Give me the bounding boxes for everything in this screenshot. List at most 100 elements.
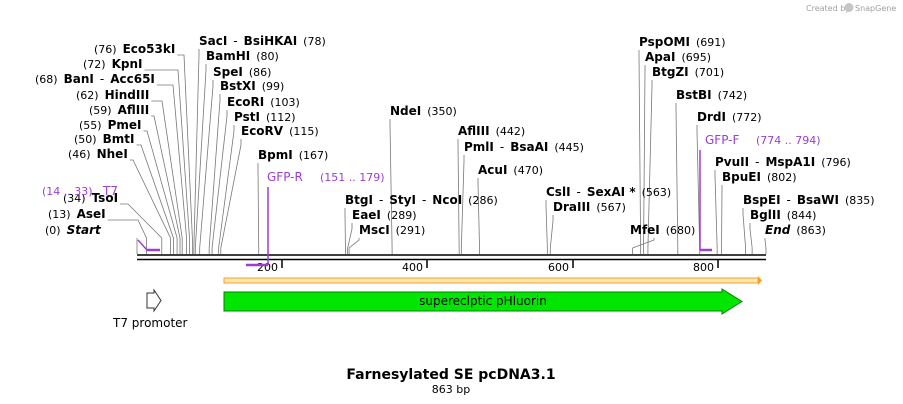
- site-label[interactable]: (59)AflIII: [89, 103, 149, 117]
- primer-t7-name: T7: [102, 184, 118, 198]
- site-name: AcuI: [478, 163, 507, 177]
- site-position: (55): [79, 119, 102, 132]
- primer-gfp-r-range: (151 .. 179): [320, 171, 385, 184]
- site-label[interactable]: PvuII-MspA1I(796): [715, 155, 851, 169]
- credit-prefix: Created by: [806, 4, 850, 13]
- site-label[interactable]: (76) Eco53kI: [94, 42, 175, 56]
- site-label[interactable]: BstBI(742): [676, 88, 747, 102]
- site-connector-line: [144, 69, 190, 254]
- site-label[interactable]: (34)TsoI: [63, 191, 118, 205]
- site-separator: -: [787, 193, 791, 207]
- site-label[interactable]: (68)BanI-Acc65I: [35, 72, 155, 86]
- site-position: (76): [94, 43, 117, 56]
- site-name: AseI: [77, 207, 106, 221]
- site-label[interactable]: End(863): [765, 223, 826, 237]
- site-position: (680): [666, 224, 696, 237]
- site-label[interactable]: (50)BmtI: [74, 132, 134, 146]
- site-name: BtgI: [345, 193, 373, 207]
- site-label[interactable]: SacI-BsiHKAI(78): [199, 34, 326, 48]
- site-label[interactable]: BtgI-StyI-NcoI(286): [345, 193, 498, 207]
- site-position: (844): [787, 209, 817, 222]
- site-position: (695): [681, 51, 711, 64]
- site-label[interactable]: SpeI(86): [213, 65, 271, 79]
- site-connectors: [107, 49, 767, 254]
- site-position: (863): [796, 224, 826, 237]
- site-label[interactable]: NdeI(350): [390, 104, 457, 118]
- site-label[interactable]: DraIII(567): [553, 200, 626, 214]
- site-connector-line: [156, 84, 187, 254]
- site-label[interactable]: EaeI (289): [352, 208, 417, 222]
- site-position: (742): [718, 89, 748, 102]
- site-label[interactable]: PstI(112): [234, 110, 296, 124]
- site-name: BspEI: [743, 193, 781, 207]
- site-name: Start: [67, 223, 102, 237]
- site-label[interactable]: (62)HindIII: [76, 88, 149, 102]
- site-label[interactable]: BamHI(80): [206, 49, 279, 63]
- site-connector-line: [208, 94, 221, 254]
- site-position: (772): [732, 111, 762, 124]
- site-label[interactable]: MfeI(680): [630, 223, 695, 237]
- site-label[interactable]: (72)KpnI: [83, 57, 143, 71]
- site-position: (103): [270, 96, 300, 109]
- site-label[interactable]: DrdI (772): [697, 110, 762, 124]
- t7-promoter-label: T7 promoter: [112, 316, 188, 330]
- site-connector-line: [457, 139, 460, 254]
- site-name: PstI: [234, 110, 260, 124]
- site-separator: -: [379, 193, 383, 207]
- site-name: EaeI: [352, 208, 381, 222]
- primer-labels: (14 .. 33) T7 GFP-R (151 .. 179) GFP-F (…: [42, 133, 821, 198]
- site-label[interactable]: CslI-SexAI *(563): [546, 185, 671, 199]
- site-connector-line: [696, 125, 701, 254]
- site-label[interactable]: (46)NheI: [68, 147, 128, 161]
- sequence-backbone: [137, 254, 766, 261]
- site-position: (567): [596, 201, 626, 214]
- map-title: Farnesylated SE pcDNA3.1 863 bp: [346, 367, 555, 396]
- site-name: DrdI: [697, 110, 726, 124]
- site-name: BstXI: [220, 79, 256, 93]
- site-label[interactable]: EcoRI(103): [227, 95, 300, 109]
- site-connector-line: [675, 103, 679, 254]
- site-label[interactable]: BpmI(167): [258, 148, 328, 162]
- site-connector-line: [107, 219, 147, 254]
- site-label[interactable]: (0)Start: [45, 223, 102, 237]
- site-label[interactable]: AcuI(470): [478, 163, 543, 177]
- site-label[interactable]: BstXI(99): [220, 79, 284, 93]
- site-label[interactable]: MscI(291): [359, 223, 425, 237]
- site-connector-line: [136, 144, 174, 254]
- site-label[interactable]: PmlI-BsaAI(445): [464, 140, 584, 154]
- site-name: SacI: [199, 34, 227, 48]
- feature-pHluorin[interactable]: supereclptic pHluorin: [223, 288, 743, 315]
- site-name: Eco53kI: [123, 42, 176, 56]
- site-position: (289): [387, 209, 417, 222]
- site-connector-line: [151, 100, 183, 254]
- site-name: PmlI: [464, 140, 494, 154]
- site-label[interactable]: (13)AseI: [48, 207, 106, 221]
- site-connector-line: [218, 125, 235, 254]
- site-label[interactable]: ApaI(695): [645, 50, 711, 64]
- site-separator: -: [422, 193, 426, 207]
- t7-promoter-arrow-icon[interactable]: [146, 288, 162, 313]
- ruler-tick-label: 600: [548, 261, 569, 274]
- site-label[interactable]: EcoRV(115): [241, 124, 319, 138]
- site-label[interactable]: BglII(844): [750, 208, 816, 222]
- map-length: 863 bp: [432, 383, 470, 396]
- site-connector-line: [257, 163, 260, 254]
- primer-marks: [137, 150, 712, 267]
- snapgene-credit: Created by SnapGene: [806, 3, 896, 13]
- site-connector-line: [199, 80, 214, 254]
- site-position: (167): [299, 149, 329, 162]
- feature-t7-promoter[interactable]: T7 promoter: [112, 288, 188, 330]
- site-label[interactable]: PspOMI(691): [639, 35, 726, 49]
- cds-arrow-shape[interactable]: [223, 288, 743, 315]
- orange-range-rect: [223, 277, 759, 284]
- site-label[interactable]: BpuEI(802): [722, 170, 797, 184]
- site-connector-line: [545, 200, 548, 254]
- site-label[interactable]: BspEI-BsaWI(835): [743, 193, 875, 207]
- site-label[interactable]: AflIII(442): [458, 124, 525, 138]
- site-label[interactable]: (55)PmeI: [79, 118, 142, 132]
- site-label[interactable]: BtgZI(701): [652, 65, 724, 79]
- site-connector-line: [177, 54, 193, 254]
- primer-gfp-r-name: GFP-R: [267, 170, 303, 184]
- site-position: (691): [696, 36, 726, 49]
